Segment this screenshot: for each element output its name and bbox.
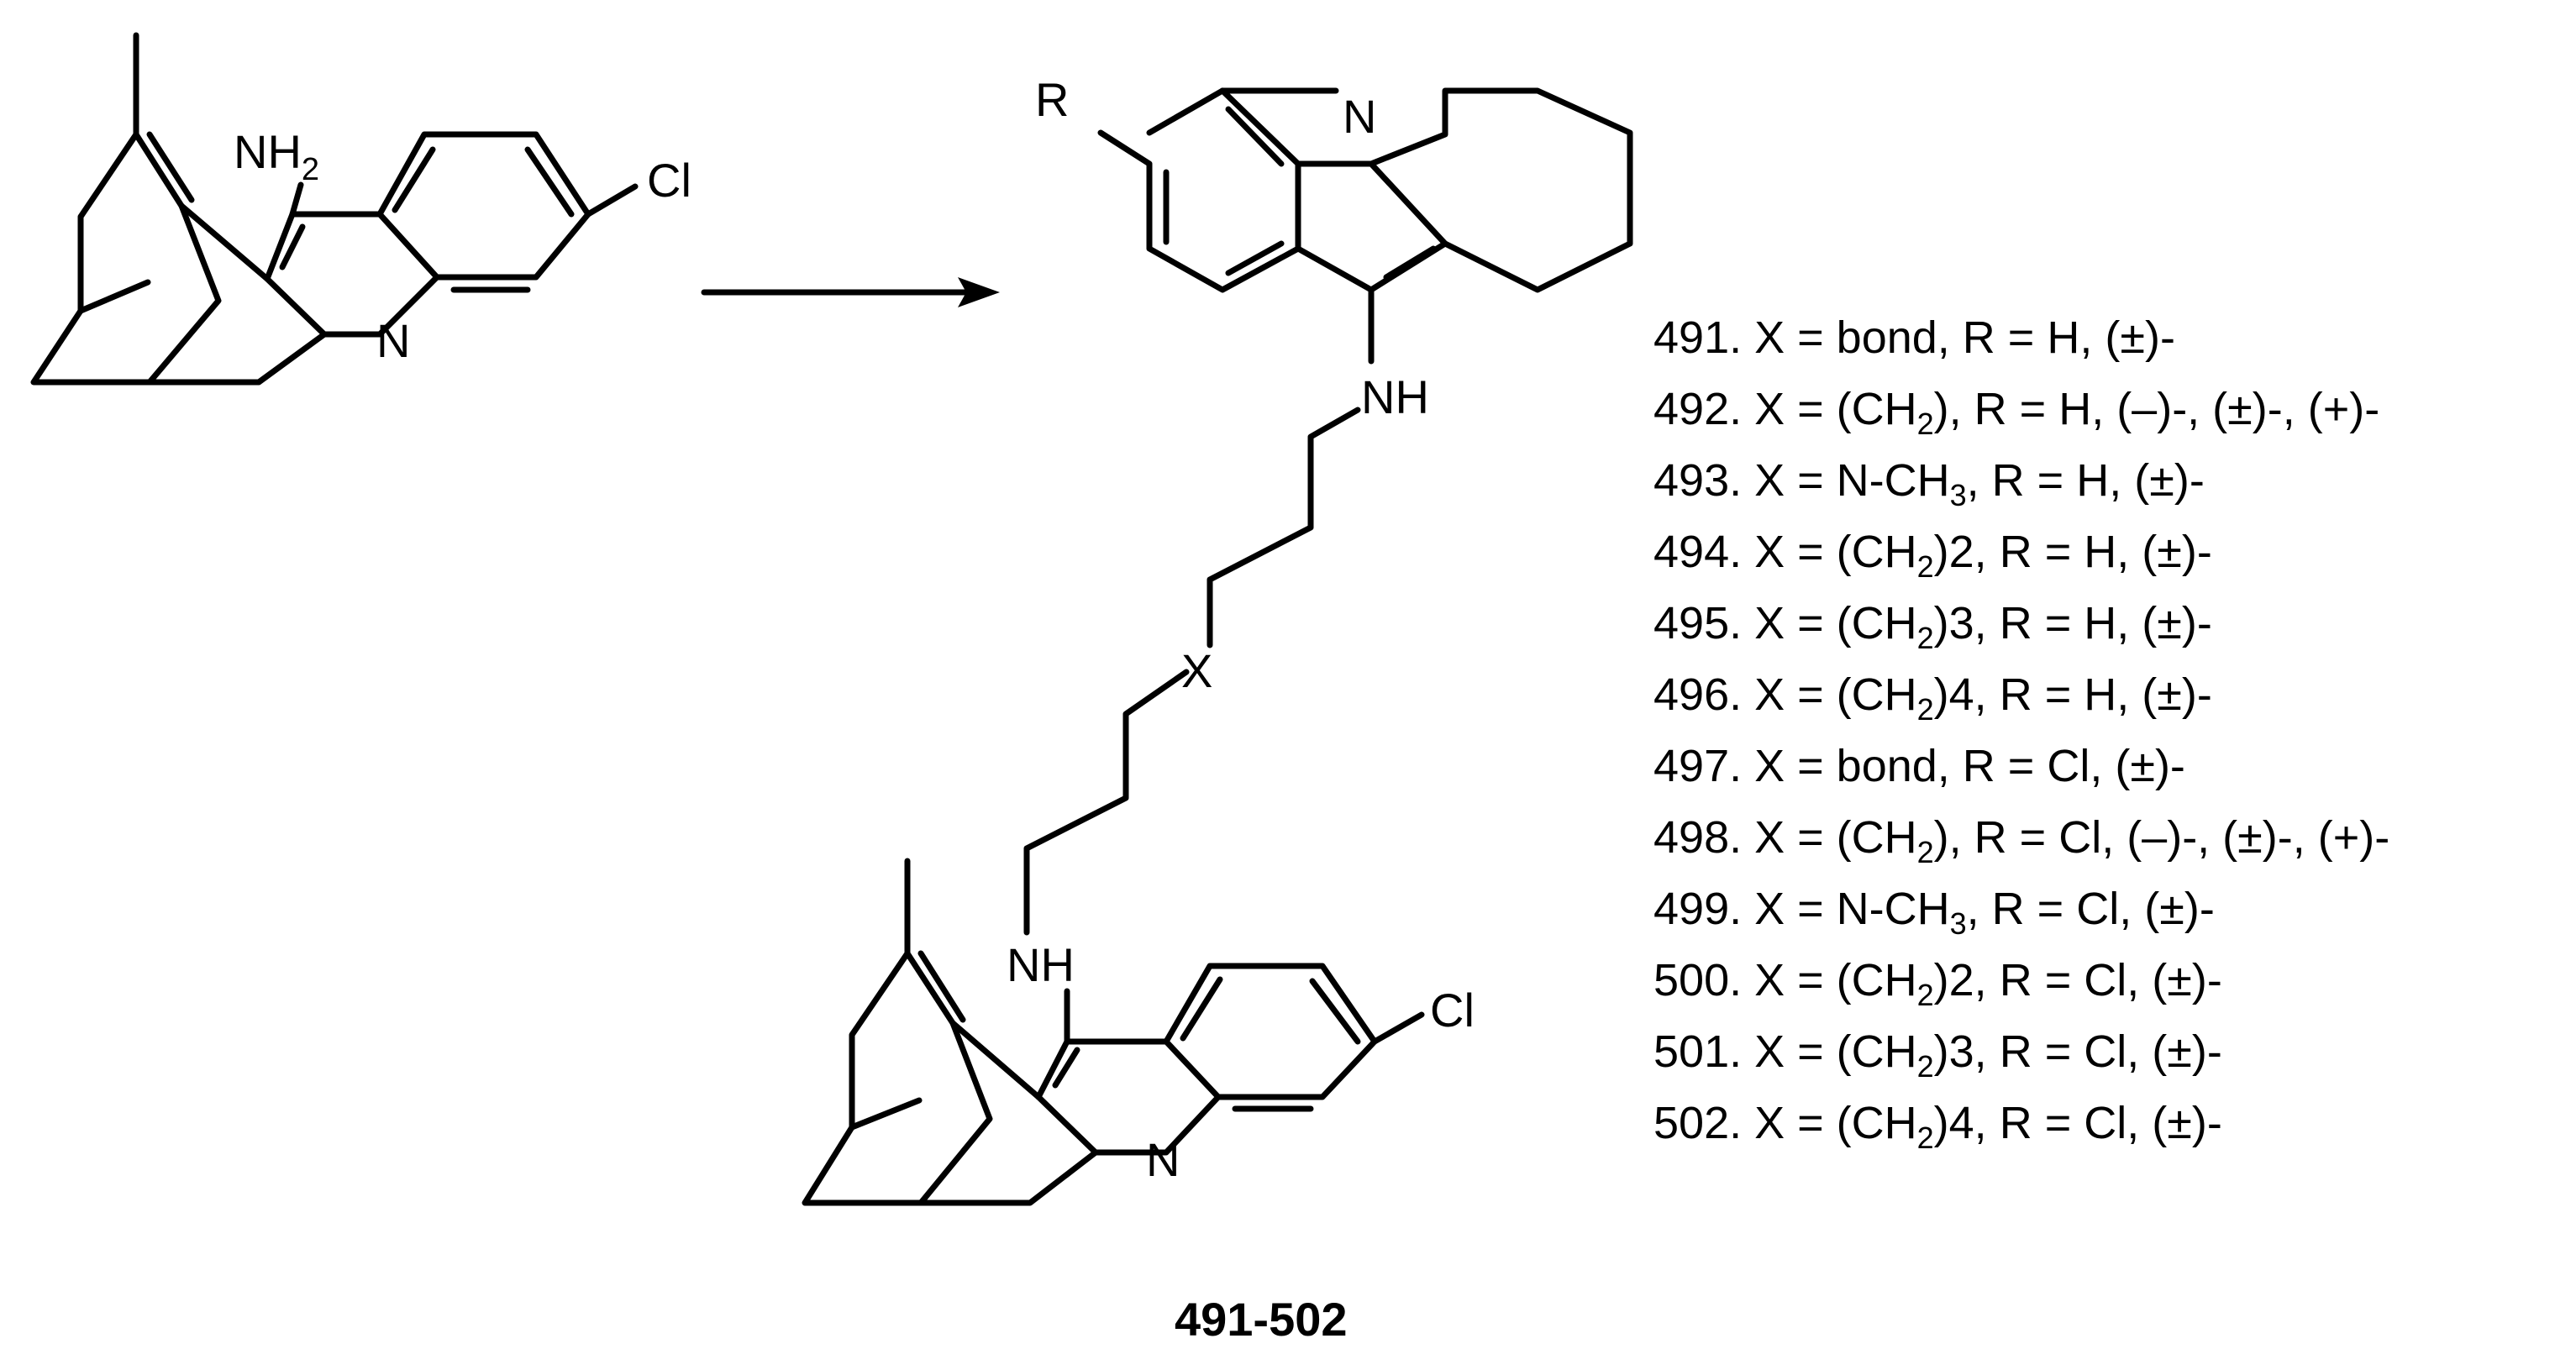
legend-row-498: 498. X = (CH2), R = Cl, (–)-, (±)-, (+)- bbox=[1653, 802, 2569, 874]
legend-text-tail: )2, R = Cl, (±)- bbox=[1933, 955, 2222, 1005]
legend-row-496: 496. X = (CH2)4, R = H, (±)- bbox=[1653, 659, 2569, 731]
legend-text: 499. X = N-CH bbox=[1653, 884, 1950, 934]
legend-text-tail: ), R = Cl, (–)-, (±)-, (+)- bbox=[1933, 812, 2390, 863]
legend-text: 497. X = bond, R = Cl, (±)- bbox=[1653, 741, 2185, 791]
legend-text: 502. X = (CH bbox=[1653, 1098, 1917, 1148]
legend-text-tail: ), R = H, (–)-, (±)-, (+)- bbox=[1933, 384, 2380, 434]
reactant-amine-label: NH2 bbox=[234, 125, 319, 187]
legend-subscript: 2 bbox=[1916, 549, 1934, 584]
legend-text-tail: )2, R = H, (±)- bbox=[1933, 527, 2212, 577]
tacrine-n-label: N bbox=[1343, 90, 1376, 143]
legend-text-tail: )4, R = Cl, (±)- bbox=[1933, 1098, 2222, 1148]
legend-row-501: 501. X = (CH2)3, R = Cl, (±)- bbox=[1653, 1016, 2569, 1088]
reactant-structure: NH2 Cl N bbox=[30, 32, 691, 386]
legend-subscript: 3 bbox=[1949, 477, 1967, 512]
bottom-chloro-label: Cl bbox=[1430, 984, 1475, 1037]
compound-range-label: 491-502 bbox=[1175, 1293, 1348, 1346]
top-nh-label: NH bbox=[1361, 370, 1429, 423]
bottom-nh-label: NH bbox=[1007, 938, 1075, 991]
legend-row-494: 494. X = (CH2)2, R = H, (±)- bbox=[1653, 517, 2569, 588]
legend-row-495: 495. X = (CH2)3, R = H, (±)- bbox=[1653, 588, 2569, 659]
legend-row-502: 502. X = (CH2)4, R = Cl, (±)- bbox=[1653, 1088, 2569, 1159]
legend-row-493: 493. X = N-CH3, R = H, (±)- bbox=[1653, 445, 2569, 517]
legend-subscript: 2 bbox=[1916, 1048, 1934, 1084]
reactant-chloro-label: Cl bbox=[647, 154, 691, 207]
r-substituent-label: R bbox=[1035, 73, 1069, 126]
legend-subscript: 3 bbox=[1949, 905, 1967, 941]
legend-row-500: 500. X = (CH2)2, R = Cl, (±)- bbox=[1653, 945, 2569, 1016]
reactant-ring-n-label: N bbox=[376, 314, 410, 367]
legend-text: 496. X = (CH bbox=[1653, 669, 1917, 720]
legend-text: 495. X = (CH bbox=[1653, 598, 1917, 648]
legend-subscript: 2 bbox=[1916, 977, 1934, 1012]
legend-subscript: 2 bbox=[1916, 406, 1934, 441]
legend-row-492: 492. X = (CH2), R = H, (–)-, (±)-, (+)- bbox=[1653, 374, 2569, 445]
legend-text-tail: )4, R = H, (±)- bbox=[1933, 669, 2212, 720]
linker-x-label: X bbox=[1181, 644, 1212, 697]
legend-row-491: 491. X = bond, R = H, (±)- bbox=[1653, 302, 2569, 374]
legend-text-tail: , R = Cl, (±)- bbox=[1966, 884, 2215, 934]
legend-text: 494. X = (CH bbox=[1653, 527, 1917, 577]
legend-text: 500. X = (CH bbox=[1653, 955, 1917, 1005]
huprine-fragment: NH Cl N bbox=[802, 858, 1475, 1206]
legend-text-tail: , R = H, (±)- bbox=[1966, 455, 2205, 506]
legend-row-497: 497. X = bond, R = Cl, (±)- bbox=[1653, 731, 2569, 802]
linker-chain: X bbox=[1023, 407, 1361, 936]
legend-text: 491. X = bond, R = H, (±)- bbox=[1653, 312, 2175, 363]
legend-subscript: 2 bbox=[1916, 691, 1934, 727]
legend-text-tail: )3, R = Cl, (±)- bbox=[1933, 1026, 2222, 1077]
legend-row-499: 499. X = N-CH3, R = Cl, (±)- bbox=[1653, 874, 2569, 945]
legend-text: 492. X = (CH bbox=[1653, 384, 1917, 434]
legend-text: 493. X = N-CH bbox=[1653, 455, 1950, 506]
bottom-ring-n-label: N bbox=[1146, 1133, 1180, 1186]
legend-subscript: 2 bbox=[1916, 620, 1934, 655]
legend-text: 498. X = (CH bbox=[1653, 812, 1917, 863]
tacrine-fragment: R N NH bbox=[1035, 73, 1633, 423]
reaction-arrow bbox=[701, 277, 1000, 307]
legend-subscript: 2 bbox=[1916, 834, 1934, 869]
legend-text-tail: )3, R = H, (±)- bbox=[1933, 598, 2212, 648]
legend-subscript: 2 bbox=[1916, 1120, 1934, 1155]
legend-text: 501. X = (CH bbox=[1653, 1026, 1917, 1077]
compound-legend: 491. X = bond, R = H, (±)-492. X = (CH2)… bbox=[1653, 302, 2569, 1159]
